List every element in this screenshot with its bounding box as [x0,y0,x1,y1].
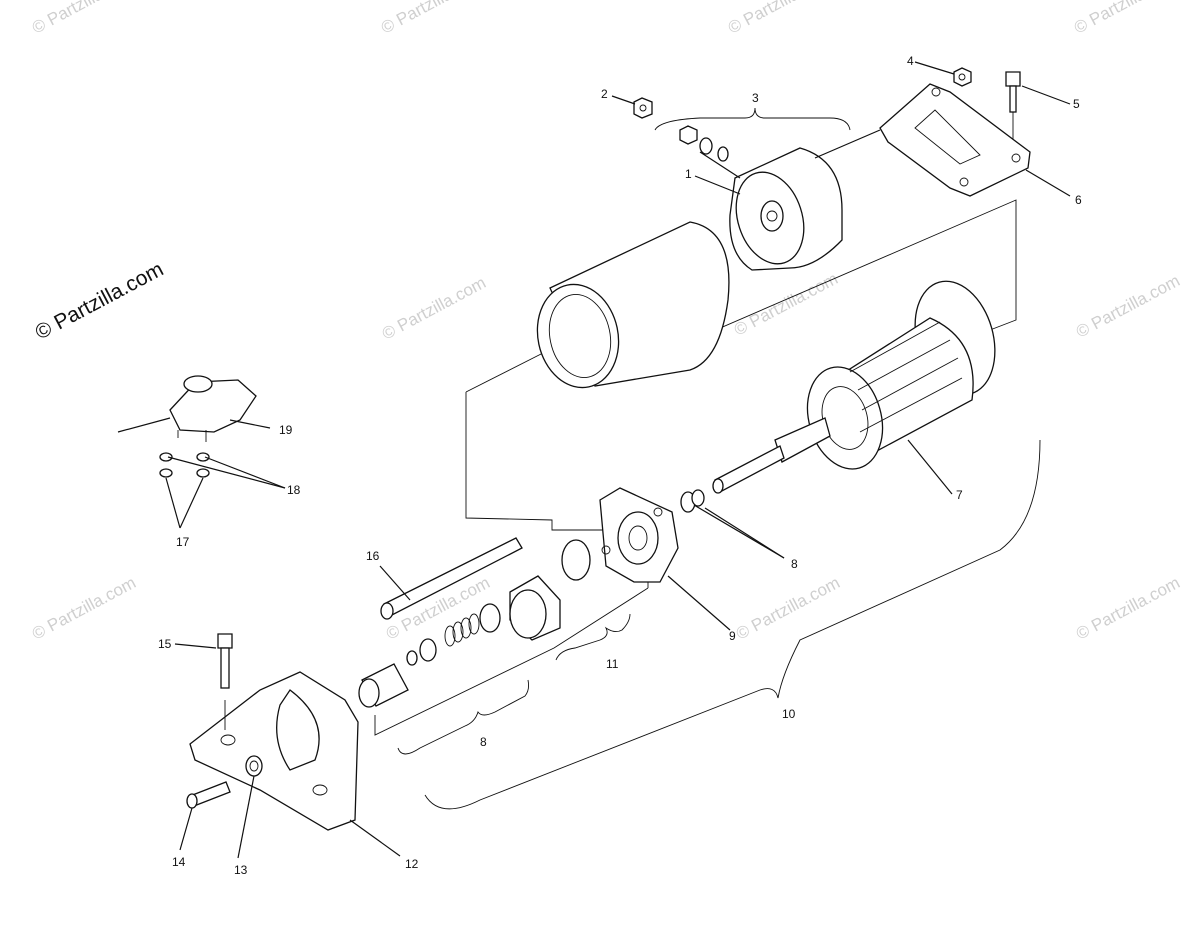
group-braces [397,107,1041,810]
callout-labels: 1 2 3 4 5 6 7 8 8 9 10 11 12 13 14 15 16… [158,54,1082,877]
watermark: © Partzilla.com [1073,271,1183,342]
callout-15: 15 [158,637,172,651]
callout-11: 11 [606,657,619,671]
bolt-5 [1005,71,1021,160]
nut-4 [953,67,972,87]
callout-14: 14 [172,855,186,869]
watermark: © Partzilla.com [29,0,139,38]
washer-13 [245,755,263,777]
callout-16: 16 [366,549,380,563]
callout-17: 17 [176,535,190,549]
nut-2 [633,97,653,119]
drive-end-housing-9 [561,487,679,583]
callout-4: 4 [907,54,914,68]
callout-5: 5 [1073,97,1080,111]
callout-2: 2 [601,87,608,101]
watermark: © Partzilla.com [731,269,841,340]
callout-19: 19 [279,423,293,437]
watermark: © Partzilla.com [1071,0,1181,38]
callout-18: 18 [287,483,301,497]
bolt-14 [186,781,231,809]
watermark: © Partzilla.com [29,573,139,644]
armature-7 [712,280,996,494]
watermark: © Partzilla.com [1073,573,1183,644]
copyright-notice: © Partzilla.com [32,258,168,345]
callout-7: 7 [956,488,963,502]
bushing [358,663,409,708]
watermark: © Partzilla.com [725,0,835,38]
end-cap [699,129,881,271]
nut-washer-set-3 [679,125,729,162]
watermark: © Partzilla.com [733,573,843,644]
through-bolt-16 [380,537,523,620]
mounting-bracket-12 [189,671,359,831]
solenoid-19 [117,375,257,442]
washers-8-upper [680,489,705,513]
callout-1: 1 [685,167,692,181]
spring-and-washers [406,613,480,666]
callout-12: 12 [405,857,419,871]
callout-8-lower: 8 [480,735,487,749]
nuts-washers-17-18 [159,452,210,478]
callout-3: 3 [752,91,759,105]
mounting-bracket-6 [879,83,1031,197]
callout-9: 9 [729,629,736,643]
pinion-drive-11 [479,575,561,641]
callout-13: 13 [234,863,248,877]
watermark: © Partzilla.com [378,0,488,38]
callout-8-upper: 8 [791,557,798,571]
motor-housing [536,221,730,389]
bolt-15 [217,633,233,730]
leader-lines [165,61,1071,859]
callout-10: 10 [782,707,796,721]
watermark: © Partzilla.com [379,273,489,344]
callout-6: 6 [1075,193,1082,207]
